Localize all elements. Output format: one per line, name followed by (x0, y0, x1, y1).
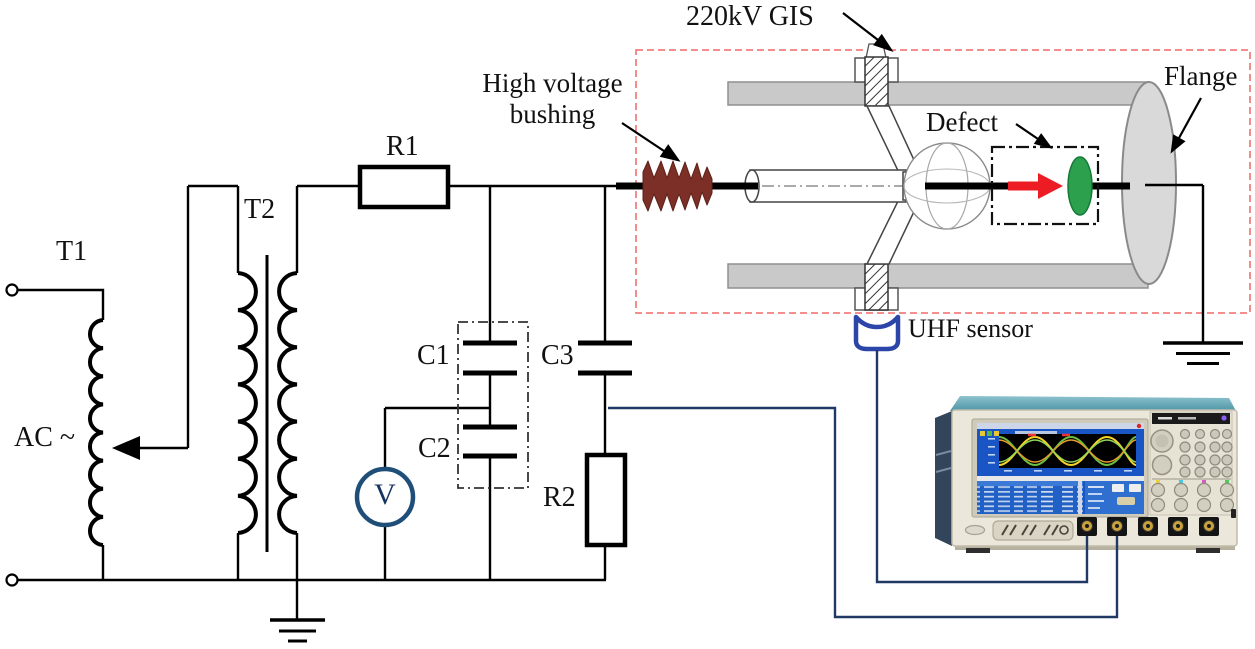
gis-bottom-sensor-boss (854, 263, 899, 311)
scope-screen (971, 418, 1149, 518)
gis-top-bushing-boss (854, 43, 899, 107)
bushing-arrowhead (659, 144, 681, 162)
t2-transformer (237, 255, 298, 552)
signal-cables (608, 350, 1119, 619)
resistor-r2 (584, 452, 628, 548)
voltmeter-circle (354, 466, 416, 528)
resistor-r1 (357, 164, 451, 210)
capacitor-c2 (463, 424, 517, 459)
gis-dashed-outline (635, 49, 1251, 314)
gis-enclosure-walls (727, 81, 1149, 289)
scope-model-plate (992, 520, 1074, 541)
divider-dashdot-box (457, 321, 529, 489)
defect-particle (1067, 156, 1093, 216)
label-gis: 220kV GIS (686, 1, 814, 32)
t2-secondary-coil (277, 271, 298, 535)
ground-symbol-gis (1163, 341, 1243, 365)
scope-left-side (935, 411, 952, 546)
t2-primary-coil (237, 271, 258, 535)
ground-symbol-t2 (270, 618, 325, 643)
defect-red-arrow (1008, 173, 1063, 199)
scope-eye-diagram (999, 434, 1136, 468)
cable-uhf-sensor (875, 350, 1089, 584)
bnc-channel-4 (1168, 517, 1188, 536)
bnc-channel-1 (1077, 517, 1097, 536)
label-r1: R1 (386, 131, 419, 162)
label-flange: Flange (1164, 61, 1238, 91)
label-defect: Defect (926, 107, 998, 137)
input-terminal-bottom (5, 573, 19, 587)
bnc-channel-5 (1199, 517, 1219, 536)
bnc-channel-2 (1107, 517, 1127, 536)
label-uhf-sensor: UHF sensor (908, 314, 1033, 343)
wiper-arrowhead (112, 436, 140, 460)
defect-dashdot-box (990, 145, 1100, 226)
uhf-sensor (853, 314, 901, 352)
input-terminal-top (5, 283, 19, 297)
defect-arrowhead (1033, 133, 1053, 149)
flange-disc (1121, 81, 1177, 285)
cable-pd-coupling (608, 406, 1119, 619)
capacitor-c3 (578, 340, 632, 376)
annotation-arrows (621, 12, 1202, 162)
oscilloscope (935, 396, 1238, 553)
hv-bushing (642, 160, 713, 212)
t1-coil (87, 318, 104, 548)
label-r2: R2 (543, 482, 576, 513)
flange-arrowhead (1170, 134, 1186, 154)
label-hv-bushing-line1: High voltage (482, 68, 623, 98)
label-c2: C2 (418, 433, 451, 464)
scope-power-button (964, 524, 986, 536)
gis-conductor-tube (744, 169, 907, 203)
label-voltmeter: V (374, 478, 396, 511)
capacitor-c1 (463, 340, 517, 376)
scope-bnc-inputs (1077, 509, 1236, 536)
scope-control-panel (1149, 411, 1235, 516)
label-t1: T1 (56, 236, 88, 267)
bnc-channel-3 (1138, 517, 1158, 536)
label-ac: AC ~ (14, 422, 76, 453)
label-t2: T2 (244, 194, 276, 225)
gis-arrowhead (873, 33, 894, 53)
circuit-wires (10, 183, 1205, 620)
label-c3: C3 (541, 340, 574, 371)
scope-top-face (950, 396, 1236, 411)
label-c1: C1 (417, 340, 450, 371)
label-hv-bushing: High voltage bushing (455, 68, 650, 130)
label-hv-bushing-line2: bushing (509, 99, 596, 130)
